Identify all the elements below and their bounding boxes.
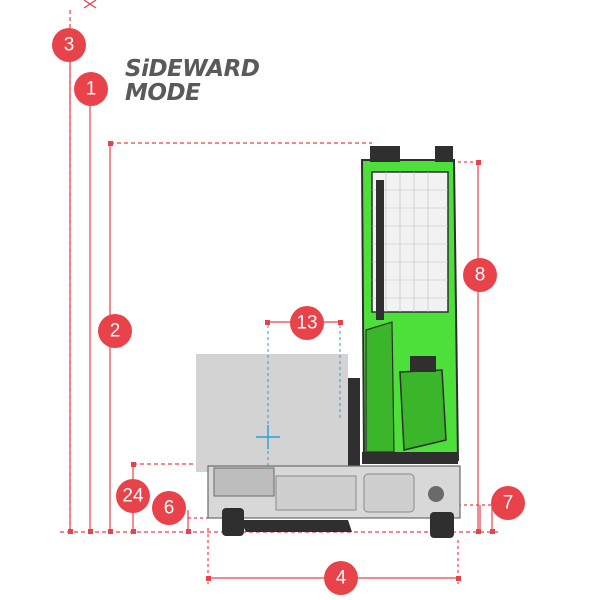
mode-title: SiDEWARD MODE bbox=[125, 56, 260, 106]
wheel-rear bbox=[430, 512, 454, 538]
dim-badge-2-label: 2 bbox=[110, 321, 121, 342]
dim-badge-3: 3 bbox=[52, 28, 86, 62]
cab-roof-right bbox=[435, 146, 453, 162]
dim-badge-2: 2 bbox=[98, 314, 132, 348]
load-box bbox=[196, 354, 348, 472]
dim-badge-6: 6 bbox=[152, 491, 186, 525]
seat bbox=[399, 369, 447, 451]
mast bbox=[348, 378, 360, 466]
mode-title-line2: MODE bbox=[125, 80, 201, 106]
cab-window bbox=[371, 171, 449, 313]
dim-badge-7: 7 bbox=[491, 486, 525, 520]
dim-badge-3-label: 3 bbox=[64, 35, 75, 56]
window-grid bbox=[372, 172, 448, 312]
dim-badge-24: 24 bbox=[116, 479, 150, 513]
dim-badge-1-label: 1 bbox=[86, 79, 97, 100]
dim-badge-6-label: 6 bbox=[164, 498, 175, 519]
dimension-ticks bbox=[68, 141, 495, 581]
cab-lower-panel bbox=[365, 321, 395, 453]
cab-roof-left bbox=[370, 146, 400, 162]
dim-badge-8-label: 8 bbox=[475, 265, 486, 286]
dim-badge-13: 13 bbox=[290, 306, 324, 340]
load-center-cross-icon bbox=[256, 425, 280, 449]
dim-badge-4-label: 4 bbox=[336, 568, 347, 589]
dim-badge-4: 4 bbox=[324, 561, 358, 595]
headrest bbox=[410, 356, 436, 372]
dim-badge-1: 1 bbox=[74, 72, 108, 106]
cab-pillar bbox=[376, 180, 384, 320]
dim-badge-13-label: 13 bbox=[296, 313, 317, 334]
forklift-illustration bbox=[348, 146, 460, 466]
dim-badge-7-label: 7 bbox=[503, 493, 514, 514]
front-arm bbox=[213, 467, 275, 497]
fork bbox=[240, 520, 352, 532]
cab-band bbox=[362, 452, 458, 464]
drive-unit bbox=[428, 486, 444, 502]
chassis-panel bbox=[275, 475, 357, 511]
chassis-panel-right bbox=[363, 473, 415, 513]
wheel-front bbox=[222, 508, 244, 536]
dim-badge-24-label: 24 bbox=[122, 486, 144, 507]
dim3-top-tick2 bbox=[83, 0, 97, 9]
dim-badge-8: 8 bbox=[463, 258, 497, 292]
mode-title-line1: SiDEWARD bbox=[125, 56, 260, 82]
